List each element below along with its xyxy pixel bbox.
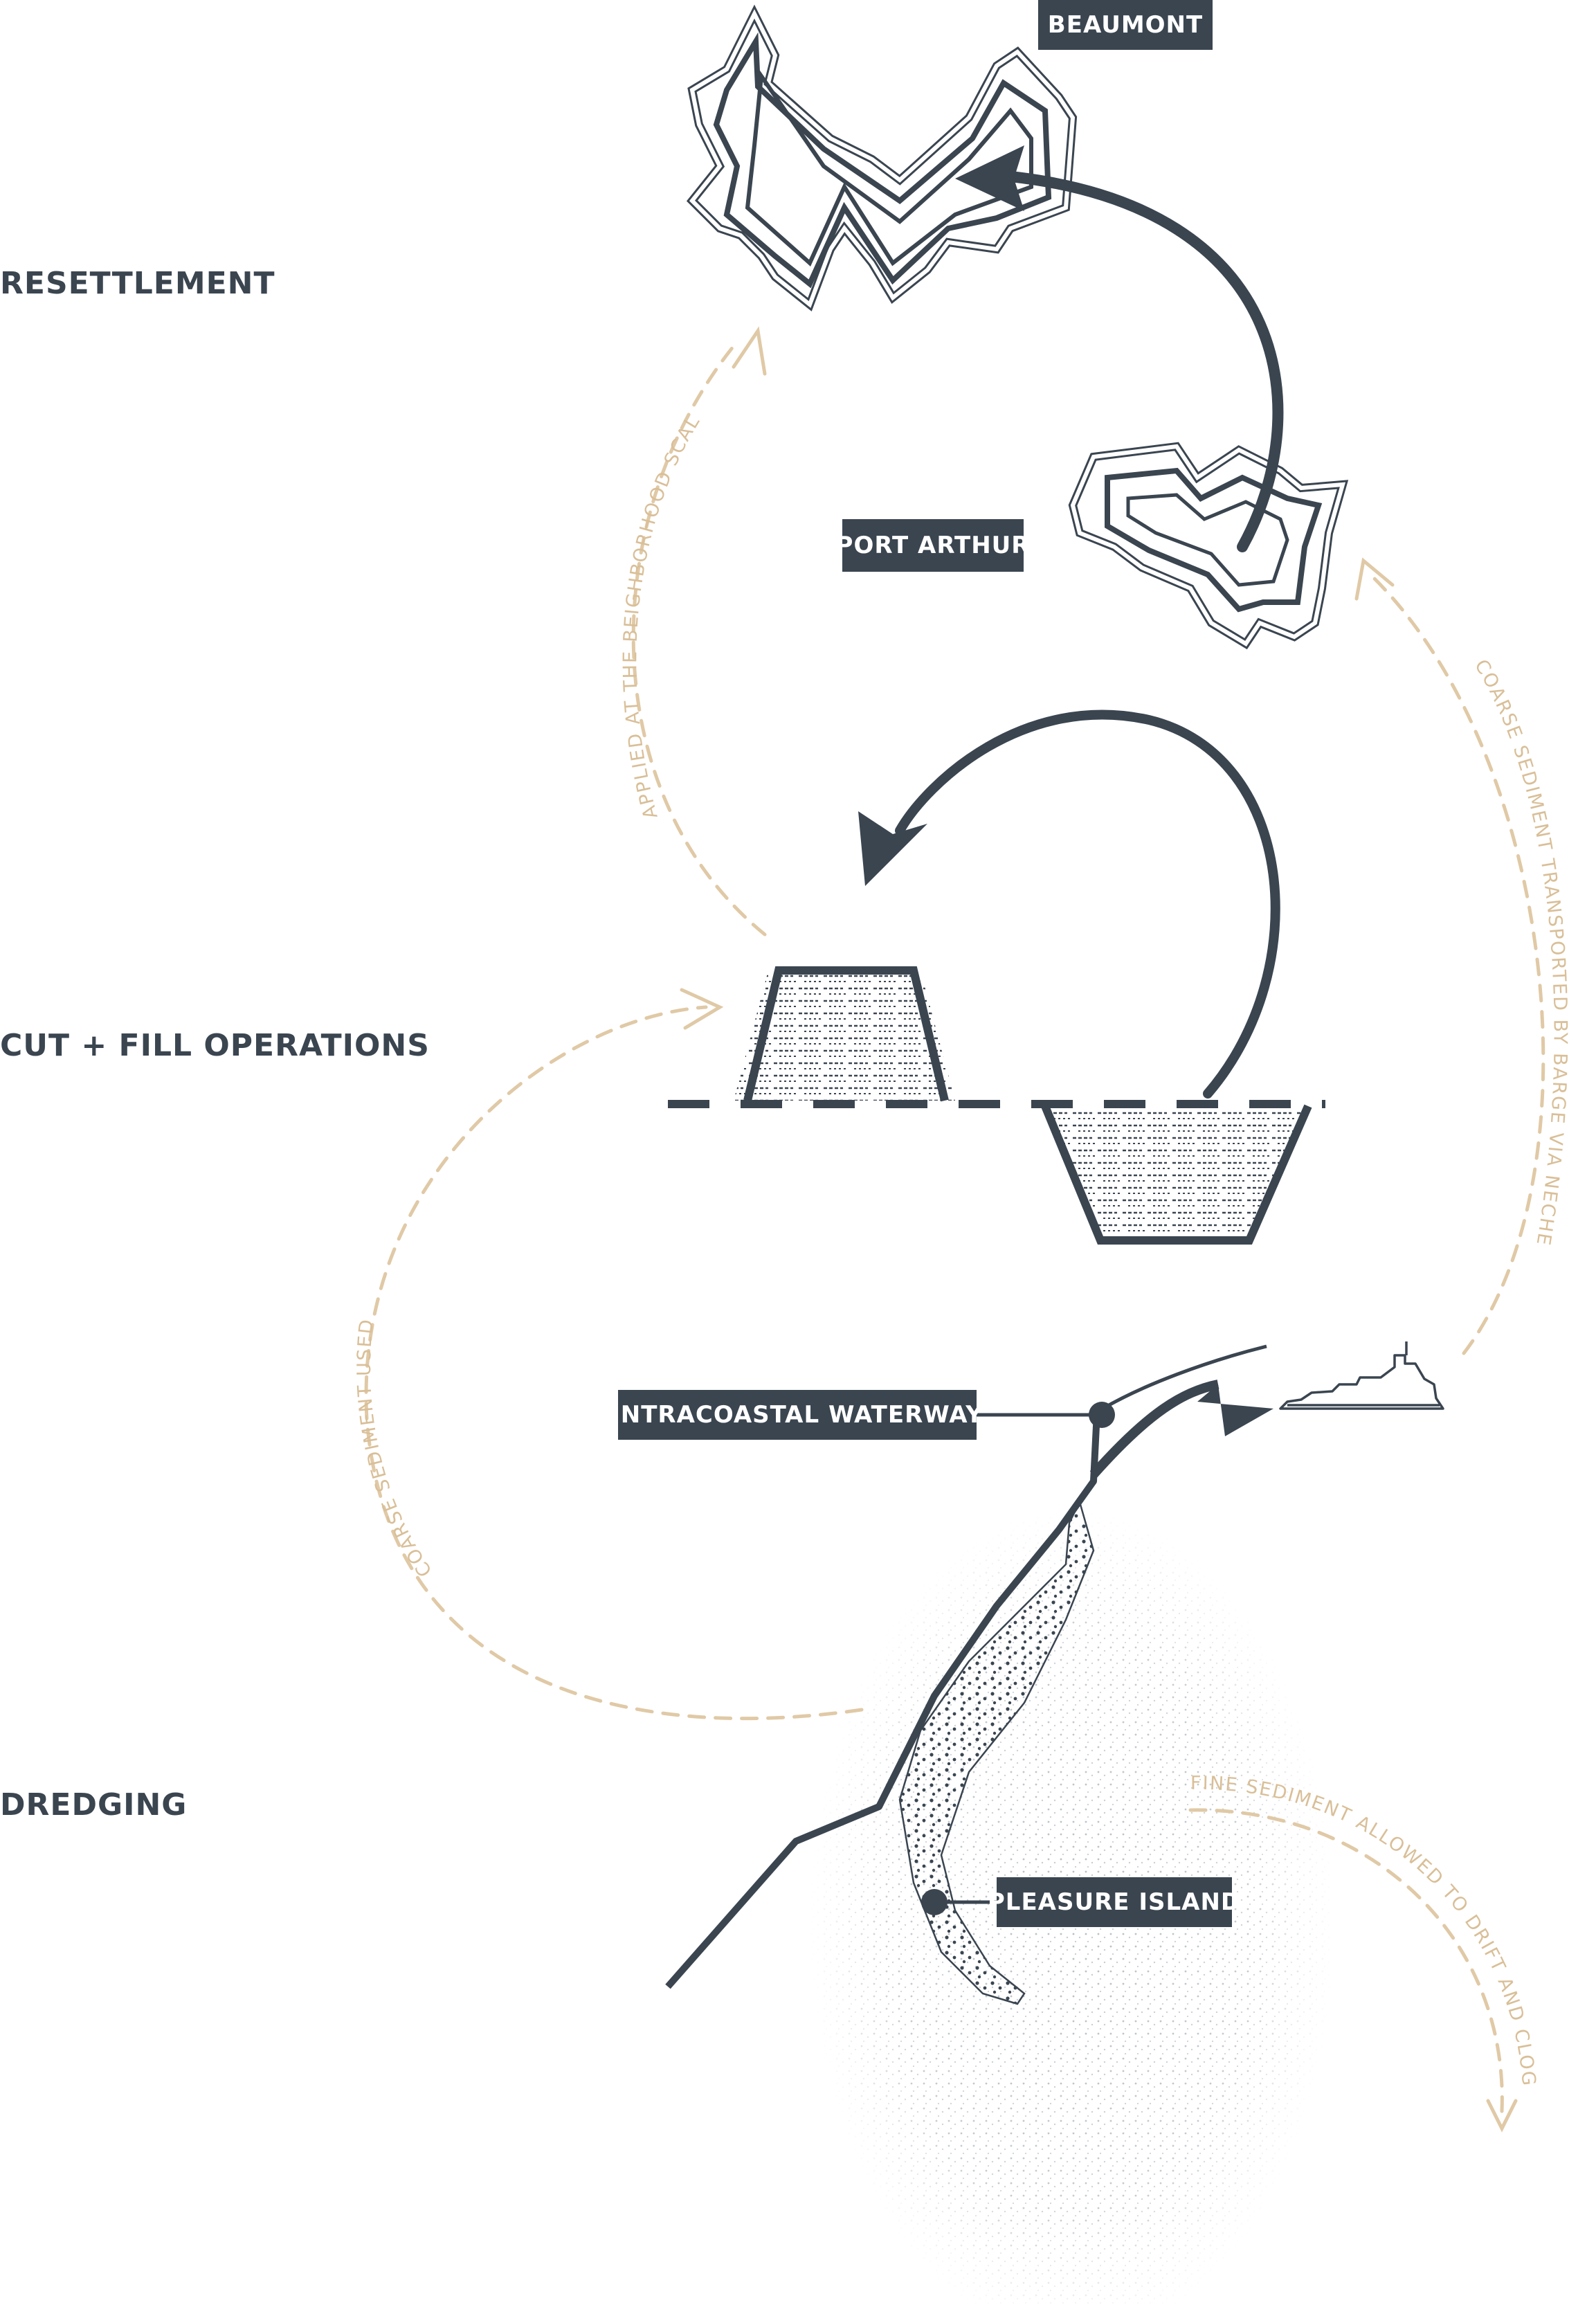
beaumont-footprint (686, 4, 1078, 311)
tag-pleasure-island: PLEASURE ISLAND (988, 1877, 1240, 1927)
port-arthur-footprint (1068, 442, 1349, 650)
annotation-coarse-used: COARSE SEDIMENT USED (354, 1317, 435, 1581)
stage-label-resettlement: RESETTLEMENT (0, 266, 275, 301)
waterway-arrow (1197, 1384, 1273, 1436)
cut-fill-arrow (858, 709, 1280, 1099)
dashed-flows (364, 344, 1545, 2113)
stage-label-dredging: DREDGING (0, 1787, 188, 1823)
waterway-marker (1089, 1402, 1115, 1428)
resettlement-arrow (955, 145, 1284, 552)
flow-coarse-used (364, 1005, 864, 1721)
flow-coarse-barge (1372, 576, 1545, 1355)
island-marker (921, 1889, 947, 1915)
tag-beaumont: BEAUMONT (1038, 0, 1213, 50)
tag-port-arthur: PORT ARTHUR (836, 519, 1029, 572)
coastline (665, 1344, 1267, 1989)
tag-intracoastal-waterway: INTRACOASTAL WATERWAY (611, 1390, 983, 1440)
flow-neighborhood-scale (631, 344, 767, 937)
cut-pit (1041, 1104, 1312, 1245)
svg-text:COARSE SEDIMENT USED: COARSE SEDIMENT USED (354, 1317, 437, 1581)
svg-text:APPLIED AT THE BEIGHBORHOOD SC: APPLIED AT THE BEIGHBORHOOD SCALE (0, 0, 705, 821)
fill-mound (734, 966, 955, 1102)
barge-ship-icon (1279, 1341, 1444, 1410)
pleasure-island (898, 1499, 1095, 2005)
flow-fine-sediment (1188, 1808, 1504, 2113)
annotation-neighborhood-scale: APPLIED AT THE BEIGHBORHOOD SCALE (0, 0, 703, 821)
stage-label-cut-fill: CUT + FILL OPERATIONS (0, 1028, 430, 1063)
dashed-arrowheads (680, 326, 1518, 2133)
